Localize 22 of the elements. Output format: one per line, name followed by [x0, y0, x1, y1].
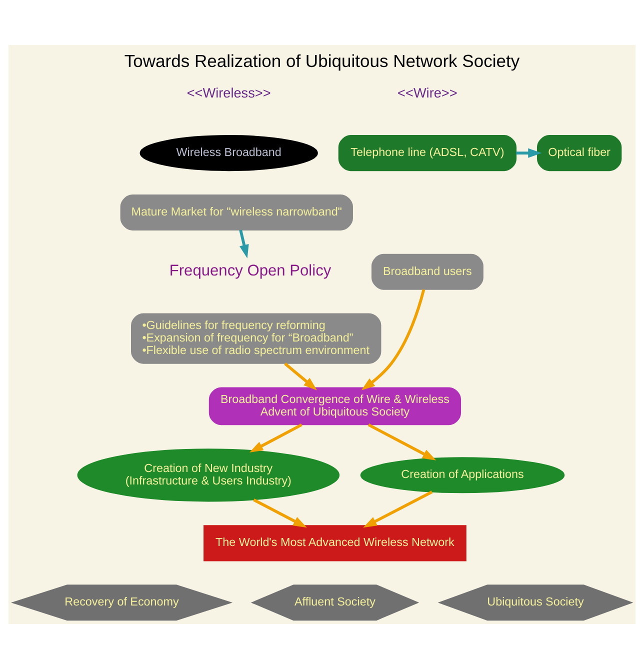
label: <<Wire>>	[398, 84, 458, 100]
node-ellipse: Creation of Applications	[360, 456, 565, 493]
arrow	[253, 498, 307, 528]
node-box: Optical fiber	[536, 134, 622, 171]
node-box: Mature Market for "wireless narrowband"	[120, 194, 353, 230]
node-box: The World's Most Advanced Wireless Network	[204, 524, 466, 561]
node-ellipse: Creation of New Industry (Infrastructure & Users Industry)	[77, 448, 340, 502]
label: <<Wireless>>	[186, 84, 271, 100]
arrow	[516, 148, 542, 158]
arrow	[284, 362, 318, 390]
arrow	[249, 422, 302, 452]
node-text: Frequency Open Policy	[169, 262, 332, 280]
arrow	[363, 490, 433, 528]
node-box: Broadband Convergence of Wire & Wireless Advent of Ubiquitous Society	[208, 386, 462, 425]
arrow	[239, 229, 249, 258]
diagram-title: Towards Realization of Ubiquitous Network Society	[124, 50, 520, 70]
node-box: •Guidelines for frequency reforming •Expansion of frequency for “Broadband” •Flexible use of radio spectrum environment	[131, 312, 382, 364]
node-ellipse: Wireless Broadband	[140, 134, 318, 171]
node-box: Telephone line (ADSL, CATV)	[338, 134, 517, 171]
node-box: Broadband users	[371, 253, 484, 290]
arrow	[361, 288, 426, 390]
arrow	[368, 422, 436, 460]
